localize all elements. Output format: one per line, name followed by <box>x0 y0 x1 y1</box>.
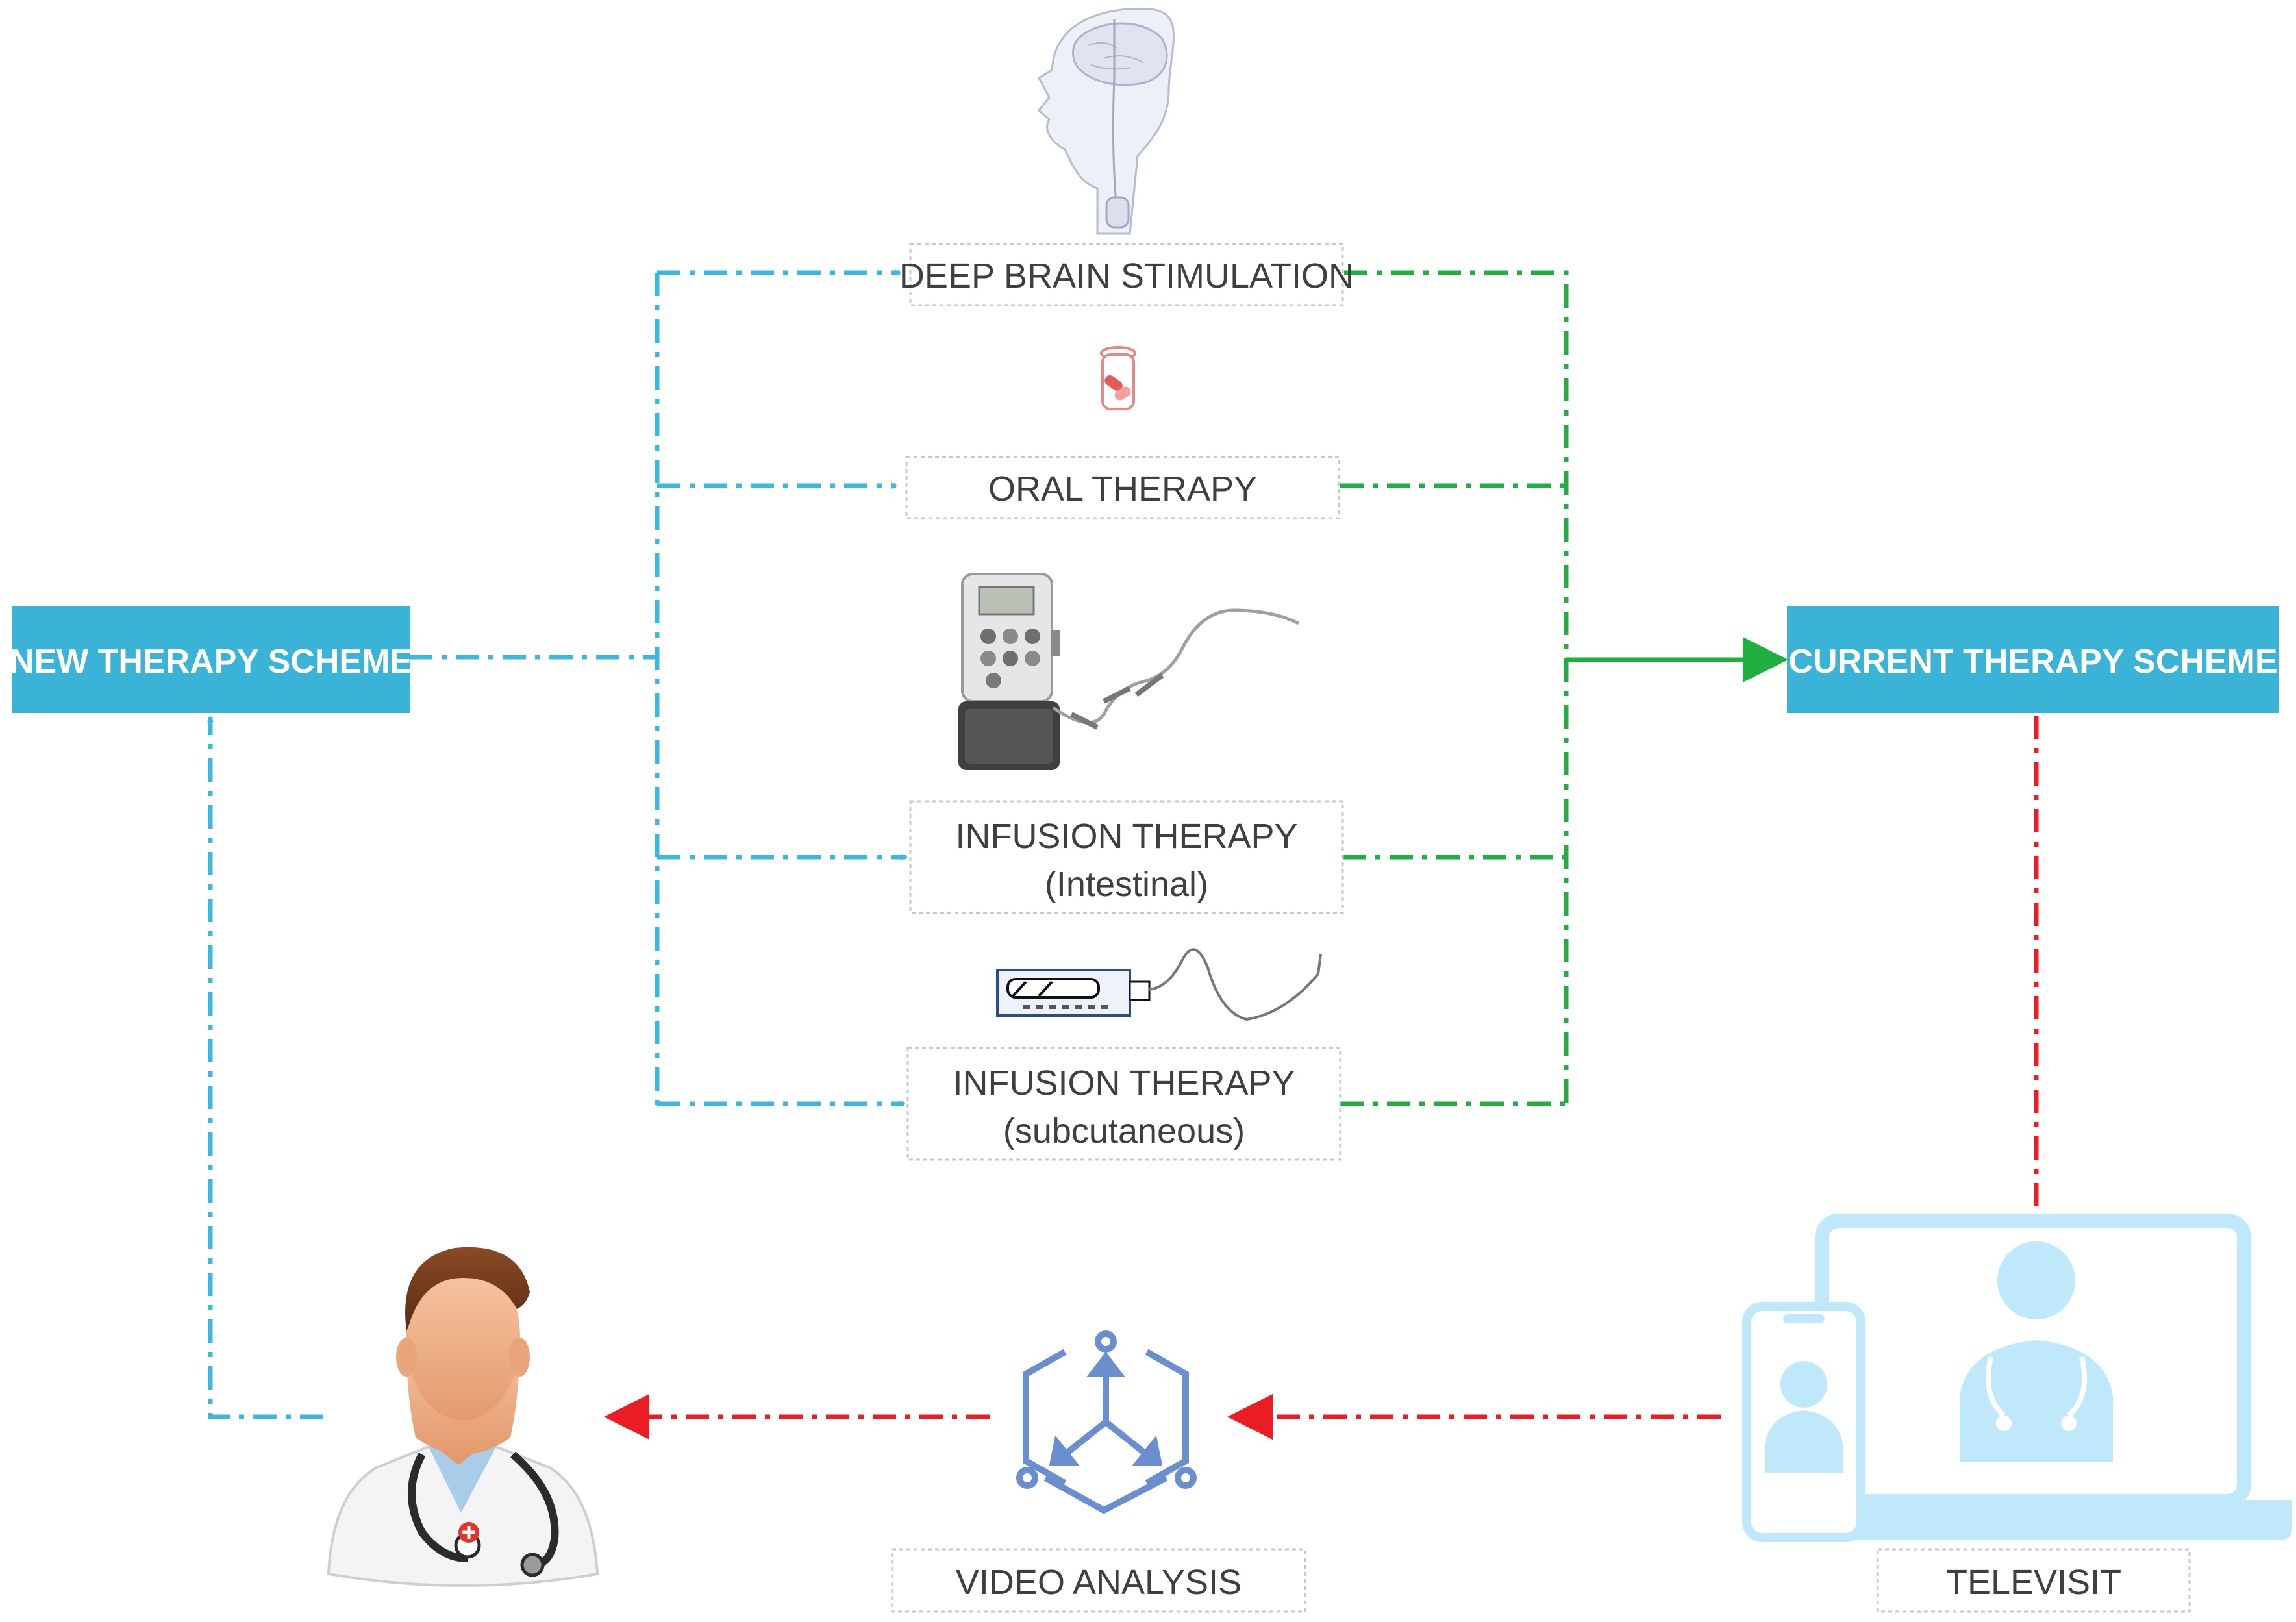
therapy-label-text: INFUSION THERAPY <box>953 1064 1295 1103</box>
new-therapy-scheme-label: NEW THERAPY SCHEME <box>10 643 412 680</box>
red-flow-lines <box>604 716 2039 1440</box>
video-analysis-label: VIDEO ANALYSIS <box>891 1548 1306 1613</box>
televisit-text: TELEVISIT <box>1946 1563 2121 1602</box>
therapy-label-text: ORAL THERAPY <box>988 469 1257 508</box>
current-therapy-scheme-label: CURRENT THERAPY SCHEME <box>1788 643 2277 680</box>
video-analysis-text: VIDEO ANALYSIS <box>956 1563 1242 1602</box>
blue-flow-lines <box>207 269 908 1419</box>
video-analysis-hub-icon <box>1016 1330 1197 1514</box>
therapy-label-infusion-intestinal: INFUSION THERAPY (Intestinal) <box>909 800 1344 914</box>
pill-jar-icon <box>1100 346 1136 410</box>
subcutaneous-pump-icon <box>996 948 1322 1021</box>
therapy-label-infusion-subcutaneous: INFUSION THERAPY (subcutaneous) <box>906 1047 1341 1161</box>
current-therapy-scheme-box: CURRENT THERAPY SCHEME <box>1787 606 2279 713</box>
therapy-label-text: INFUSION THERAPY <box>955 817 1297 856</box>
infusion-pump-icon <box>958 573 1300 770</box>
doctor-icon <box>327 1247 599 1587</box>
therapy-label-text: DEEP BRAIN STIMULATION <box>899 256 1354 295</box>
brain-head-icon <box>1037 7 1175 235</box>
therapy-label-deep-brain-stimulation: DEEP BRAIN STIMULATION <box>899 243 1354 306</box>
therapy-label-oral-therapy: ORAL THERAPY <box>905 456 1340 519</box>
therapy-label-subtext: (subcutaneous) <box>1003 1112 1245 1151</box>
green-flow-lines <box>1340 270 1569 1106</box>
televisit-label: TELEVISIT <box>1877 1548 2191 1613</box>
laptop-icon <box>1774 1214 2292 1540</box>
therapy-label-subtext: (Intestinal) <box>1045 865 1208 904</box>
new-therapy-scheme-box: NEW THERAPY SCHEME <box>10 606 412 713</box>
phone-icon <box>1742 1302 1866 1542</box>
